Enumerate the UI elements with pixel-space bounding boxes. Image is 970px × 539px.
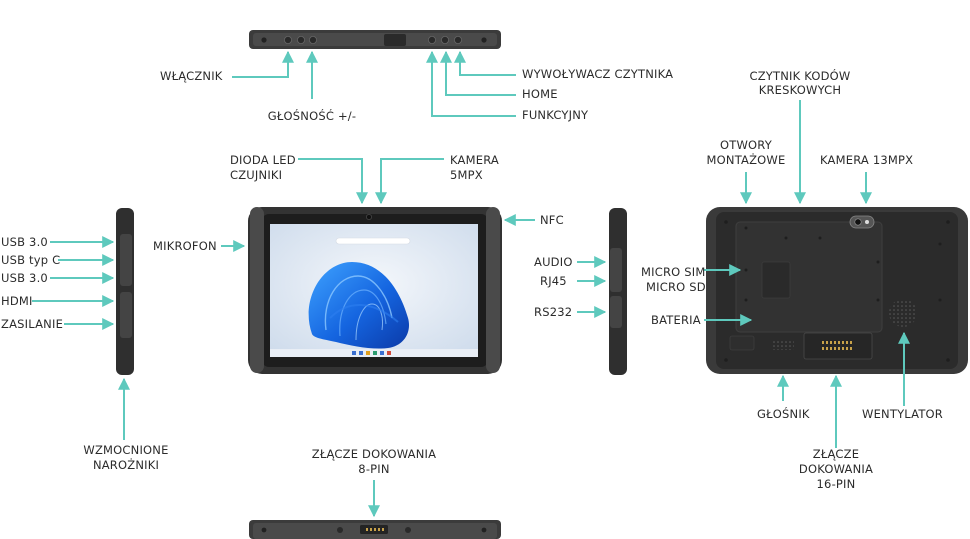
windows-bloom-wallpaper — [308, 262, 410, 349]
label-dock8-2: 8-PIN — [358, 462, 390, 476]
scanner-trigger-button[interactable] — [453, 36, 462, 45]
screw-icon — [481, 37, 487, 43]
label-rs232: RS232 — [534, 305, 573, 319]
rs232-cover[interactable] — [610, 296, 622, 328]
label-corners: WZMOCNIONE — [83, 443, 169, 457]
rear-camera-module — [849, 215, 875, 229]
label-rj45: RJ45 — [540, 274, 567, 288]
callout-arrows — [32, 50, 910, 518]
label-hdmi: HDMI — [1, 294, 33, 308]
label-dock16-2: DOKOWANIA — [798, 462, 874, 476]
power-button[interactable] — [283, 36, 292, 45]
screw-icon — [261, 37, 267, 43]
front-camera — [366, 214, 372, 220]
flash-icon — [865, 220, 869, 224]
label-mount-holes: OTWORY — [720, 138, 772, 152]
label-usb-c: USB typ C — [1, 253, 61, 267]
label-usb3-b: USB 3.0 — [1, 271, 48, 285]
label-barcode: CZYTNIK KODÓW — [749, 69, 851, 83]
label-power: WŁĄCZNIK — [160, 69, 223, 83]
label-rear-camera: KAMERA 13MPX — [820, 153, 914, 167]
power-port-cover[interactable] — [120, 292, 132, 338]
label-fan: WENTYLATOR — [862, 407, 944, 421]
label-micro-sim: MICRO SIM — [641, 265, 706, 279]
label-volume: GŁOŚNOŚĆ +/- — [267, 109, 357, 123]
label-audio: AUDIO — [534, 255, 573, 269]
label-front-camera: KAMERA — [450, 153, 499, 167]
label-dock16-3: 16-PIN — [816, 477, 856, 491]
label-led: DIODA LED — [230, 153, 296, 167]
label-sensors: CZUJNIKI — [230, 168, 283, 182]
label-speaker: GŁOŚNIK — [757, 407, 810, 421]
label-microphone: MIKROFON — [153, 239, 217, 253]
usb-port-cover[interactable] — [120, 234, 132, 286]
label-dock8: ZŁĄCZE DOKOWANIA — [311, 447, 437, 461]
fan-grille — [889, 299, 917, 327]
label-mount-holes-2: MONTAŻOWE — [706, 153, 786, 167]
rear-camera-lens — [854, 218, 862, 226]
top-edge-view — [249, 30, 501, 49]
barcode-window — [384, 34, 406, 46]
label-corners-2: NAROŻNIKI — [92, 458, 160, 472]
volume-down-button[interactable] — [296, 36, 305, 45]
front-view — [248, 207, 502, 374]
label-home: HOME — [522, 87, 558, 101]
label-nfc: NFC — [540, 213, 564, 227]
speaker-grille — [772, 340, 794, 350]
sim-sd-slot-cover[interactable] — [761, 261, 791, 299]
label-barcode-2: KRESKOWYCH — [758, 83, 842, 97]
label-front-camera-mpx: 5MPX — [450, 168, 483, 182]
label-function: FUNKCYJNY — [522, 108, 589, 122]
volume-up-button[interactable] — [308, 36, 317, 45]
taskbar-icons[interactable] — [352, 351, 391, 355]
audio-rj45-cover[interactable] — [610, 248, 622, 292]
label-battery: BATERIA — [651, 313, 701, 327]
function-button[interactable] — [427, 36, 436, 45]
mounting-holes — [724, 220, 950, 362]
bottom-edge-view — [249, 520, 501, 539]
rear-view — [706, 207, 968, 374]
label-power-supply: ZASILANIE — [1, 317, 64, 331]
label-usb3-a: USB 3.0 — [1, 235, 48, 249]
search-bar[interactable] — [335, 237, 411, 245]
label-dock16: ZŁĄCZE — [812, 447, 860, 461]
docking-connector-16-pin — [803, 332, 873, 360]
right-side-view — [609, 208, 627, 375]
battery-cover[interactable] — [735, 221, 883, 333]
label-micro-sd: MICRO SD — [646, 280, 706, 294]
home-button[interactable] — [440, 36, 449, 45]
label-scanner-trigger: WYWOŁYWACZ CZYTNIKA — [522, 67, 674, 81]
left-side-view — [116, 208, 134, 375]
